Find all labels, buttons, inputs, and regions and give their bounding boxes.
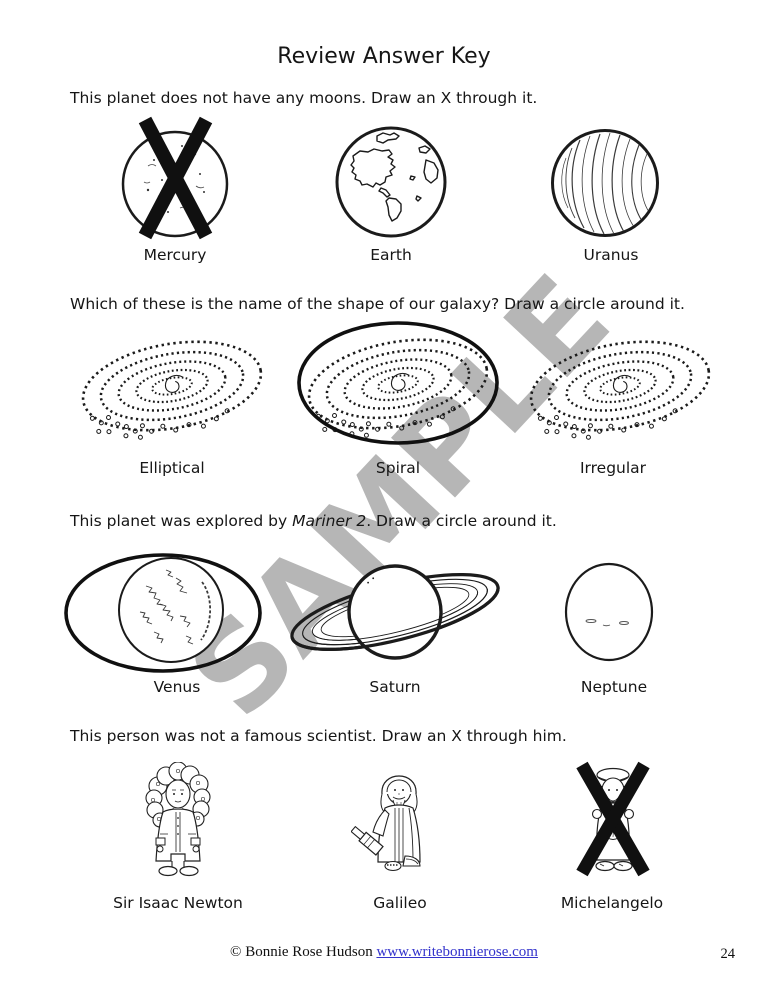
option-label: Sir Isaac Newton [113, 894, 243, 912]
uranus-planet-icon [550, 128, 660, 238]
option-label: Michelangelo [560, 894, 664, 912]
option-label: Saturn [369, 678, 421, 696]
galileo-figure-icon [351, 762, 449, 878]
footer: © Bonnie Rose Hudson www.writebonnierose… [0, 944, 768, 961]
circle-answer-mark [295, 319, 501, 447]
option-label: Mercury [143, 246, 207, 264]
option-label: Elliptical [139, 459, 205, 477]
saturn-planet-icon [283, 550, 508, 675]
option-label: Spiral [375, 459, 421, 477]
question-3-prompt: This planet was explored by Mariner 2. D… [70, 512, 557, 530]
galaxy-icon [298, 328, 498, 443]
option-label: Earth [370, 246, 412, 264]
question-1-prompt: This planet does not have any moons. Dra… [70, 89, 538, 107]
website-link[interactable]: www.writebonnierose.com [376, 944, 538, 960]
venus-planet-icon [116, 556, 226, 666]
option-label: Venus [153, 678, 201, 696]
earth-planet-icon [333, 124, 449, 240]
x-answer-mark [561, 760, 665, 878]
option-label: Irregular [579, 459, 647, 477]
option-label: Neptune [580, 678, 648, 696]
galaxy-icon [72, 330, 272, 445]
x-answer-mark [118, 114, 232, 242]
copyright-text: © Bonnie Rose Hudson [230, 944, 377, 960]
page-title: Review Answer Key [277, 44, 491, 69]
galaxy-icon [520, 330, 720, 445]
newton-figure-icon [132, 762, 224, 878]
option-label: Uranus [583, 246, 639, 264]
option-label: Galileo [373, 894, 427, 912]
question-4-prompt: This person was not a famous scientist. … [70, 727, 567, 745]
circle-answer-mark [63, 552, 265, 674]
neptune-planet-icon [563, 561, 655, 663]
page-number: 24 [720, 946, 736, 962]
question-2-prompt: Which of these is the name of the shape … [70, 295, 685, 313]
